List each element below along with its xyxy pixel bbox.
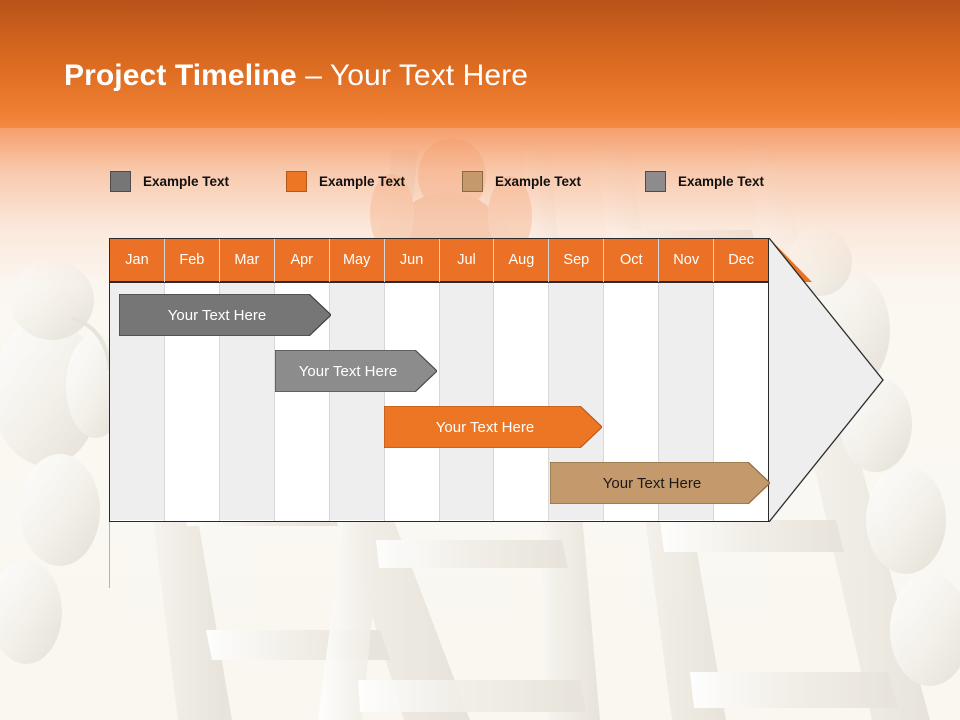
month-header-jul: Jul: [439, 239, 494, 282]
month-header-mar: Mar: [219, 239, 274, 282]
task-bar-2[interactable]: Your Text Here: [275, 350, 437, 392]
task-bar-2-label: Your Text Here: [298, 362, 398, 380]
month-header-sep: Sep: [549, 239, 604, 282]
legend-label-2: Example Text: [319, 173, 406, 189]
legend-label-4: Example Text: [678, 173, 765, 189]
month-header-jun: Jun: [384, 239, 439, 282]
legend-item-4[interactable]: Example Text: [645, 168, 764, 194]
arrow-head-body: [769, 238, 883, 522]
legend-swatch-4: [645, 170, 666, 192]
month-header-nov: Nov: [659, 239, 714, 282]
legend-swatch-3: [462, 170, 483, 192]
legend: Example Text Example Text Example Text E…: [0, 168, 960, 194]
task-bar-3-label: Your Text Here: [435, 418, 535, 436]
page-title-bold: Project Timeline: [64, 59, 297, 92]
month-cell-aug: [494, 282, 549, 520]
month-header-feb: Feb: [164, 239, 219, 282]
arrow-header-wedge: [769, 238, 812, 282]
page-title: Project Timeline – Your Text Here: [64, 59, 528, 93]
arrow-head-outline: [768, 238, 884, 522]
legend-swatch-1: [110, 170, 131, 192]
month-cell-jun: [384, 282, 439, 520]
legend-label-1: Example Text: [143, 173, 230, 189]
month-cell-jul: [439, 282, 494, 520]
legend-item-3[interactable]: Example Text: [462, 168, 581, 194]
task-bar-4[interactable]: Your Text Here: [550, 462, 770, 504]
legend-label-3: Example Text: [495, 173, 582, 189]
task-bar-1[interactable]: Your Text Here: [119, 294, 331, 336]
legend-item-2[interactable]: Example Text: [286, 168, 405, 194]
legend-swatch-2: [286, 170, 307, 192]
grid-extension-line: [109, 522, 110, 588]
task-bar-4-label: Your Text Here: [602, 474, 702, 492]
page-title-light: – Your Text Here: [296, 59, 529, 92]
header-divider-rule: [110, 282, 768, 283]
month-header-may: May: [329, 239, 384, 282]
month-header-aug: Aug: [494, 239, 549, 282]
legend-item-1[interactable]: Example Text: [110, 168, 229, 194]
month-cell-may: [329, 282, 384, 520]
month-header-oct: Oct: [604, 239, 659, 282]
task-bar-1-label: Your Text Here: [167, 306, 267, 324]
task-bar-3[interactable]: Your Text Here: [384, 406, 602, 448]
month-header-jan: Jan: [110, 239, 164, 282]
month-header-apr: Apr: [274, 239, 329, 282]
month-header-dec: Dec: [714, 239, 769, 282]
